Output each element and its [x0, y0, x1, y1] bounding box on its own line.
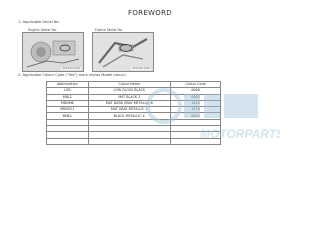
cell-colour-code: 0903 — [170, 112, 221, 120]
table-row — [46, 137, 221, 145]
engine-photo-drawing — [23, 33, 83, 71]
table-row — [46, 118, 221, 127]
engine-serial-photo: XXX-XXX-XXXX — [22, 32, 84, 72]
table-header-row: Abbreviation Colour Name Colour Code — [46, 80, 221, 89]
section-colour-code-label: 2. Applicable Colour Code ("Yes") mark s… — [18, 73, 127, 77]
cell-colour-code: 0066 — [170, 87, 221, 95]
table-row: BMK1 BLACK METALLIC X 0903 — [46, 112, 221, 120]
watermark-logo: MOTORPARTS — [146, 88, 280, 141]
table-row: LGB LOW GLOSS BLACK 0066 — [46, 87, 221, 95]
colour-code-table: Abbreviation Colour Name Colour Code LGB… — [46, 80, 221, 145]
cell-colour-code: 1276 — [170, 106, 221, 114]
table-row: MRNGY1 MAT GRAY METALLIC 1 1276 — [46, 106, 221, 114]
frame-serial-caption: Frame Serial No. — [95, 28, 123, 32]
document-page: FOREWORD 1. Applicable Serial No. Engine… — [18, 9, 280, 145]
section-serial-label: 1. Applicable Serial No. — [18, 20, 60, 24]
engine-photo-code: XXX-XXX-XXXX — [61, 67, 81, 70]
frame-serial-photo: XXX-XXX-XXXX — [92, 32, 154, 72]
engine-serial-caption: Engine Serial No. — [28, 28, 57, 32]
watermark-text: MOTORPARTS — [200, 127, 280, 141]
cell-abbreviation — [46, 137, 89, 145]
cell-colour-code — [170, 137, 221, 145]
cell-colour-code: 1410 — [170, 99, 221, 108]
table-row: MBL2 MAT BLACK 2 0082 — [46, 93, 221, 101]
frame-photo-code: XXX-XXX-XXXX — [131, 67, 151, 70]
table-row: MDNM6 MAT DARK GRAY METALLIC 6 1410 — [46, 99, 221, 108]
cell-colour-code — [170, 118, 221, 127]
cell-colour-code: 0082 — [170, 93, 221, 101]
frame-photo-drawing — [93, 33, 153, 71]
header-colour-code: Colour Code — [170, 80, 221, 89]
page-title: FOREWORD — [128, 9, 172, 17]
